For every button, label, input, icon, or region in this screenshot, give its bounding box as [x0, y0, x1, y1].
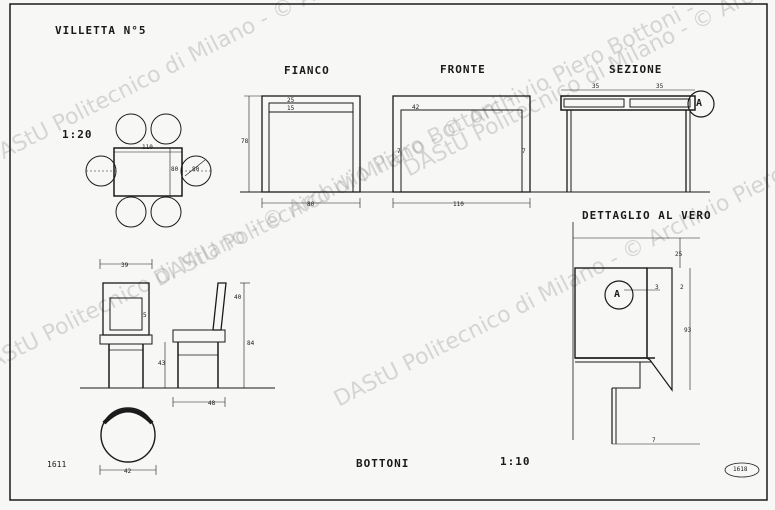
dim-table-height: 78: [241, 138, 249, 145]
table-plan: [85, 113, 212, 228]
dim-table-top-width: 110: [142, 144, 153, 151]
view-label-front: FRONTE: [440, 63, 486, 76]
section-view: [545, 89, 715, 193]
dim-leg-left: 7: [397, 148, 401, 155]
dim-chair-plan-width: 42: [124, 468, 132, 475]
chair-plan: [99, 407, 157, 475]
dim-table-top-depth: 80: [192, 166, 200, 173]
dim-table-plan-side: 80: [171, 166, 179, 173]
dim-chair-back: 40: [234, 294, 242, 301]
scale-label-bottom: 1:10: [500, 455, 531, 468]
dim-section-left: 35: [592, 83, 600, 90]
drawing-title: VILLETTA N°5: [55, 24, 147, 37]
detail-marker-section: A: [696, 98, 703, 109]
sheet-border: [9, 3, 768, 501]
dim-chair-depth: 48: [208, 400, 216, 407]
archive-stamp: 1618: [733, 466, 748, 473]
dim-chair-seat-height: 43: [158, 360, 166, 367]
dim-chair-rail: 5: [143, 312, 147, 319]
dim-front-rail: 42: [412, 104, 420, 111]
scale-label-top: 1:20: [62, 128, 93, 141]
dim-detail-height: 93: [684, 327, 692, 334]
view-label-section: SEZIONE: [609, 63, 663, 76]
dim-section-right: 35: [656, 83, 664, 90]
dim-chair-total-height: 84: [247, 340, 255, 347]
detail-marker-detail: A: [614, 289, 621, 300]
side-elevation: [240, 95, 370, 208]
dim-side-width: 80: [307, 201, 315, 208]
view-label-side: FIANCO: [284, 64, 330, 77]
dim-top-thickness: 25: [287, 97, 295, 104]
detail-view: [572, 222, 700, 445]
chair-front: [99, 259, 153, 388]
dim-leg-right: 7: [522, 148, 526, 155]
dim-detail-b: 2: [680, 284, 684, 291]
sheet-number: 1611: [47, 460, 67, 469]
dim-front-width: 110: [453, 201, 464, 208]
dim-chair-width: 39: [121, 262, 129, 269]
dim-detail-a: 3: [655, 284, 659, 291]
chair-side: [80, 282, 275, 407]
author-label: BOTTONI: [356, 457, 410, 470]
front-elevation: [370, 95, 545, 208]
dim-detail-bottom: 7: [652, 437, 656, 444]
view-label-detail: DETTAGLIO AL VERO: [582, 209, 712, 222]
dim-top-inner: 15: [287, 105, 295, 112]
dim-detail-top: 25: [675, 251, 683, 258]
